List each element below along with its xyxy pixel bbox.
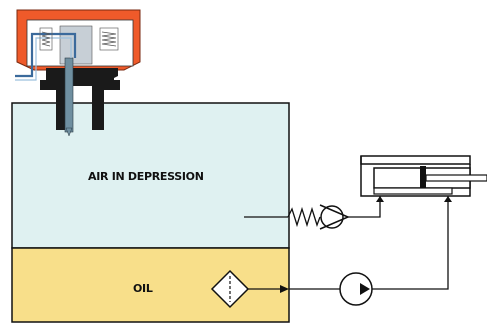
filter-icon [210,269,250,309]
pump-icon [339,272,373,306]
cylinder-base [373,187,453,195]
pump-circle [339,272,373,306]
valve-air-passage [15,32,77,78]
spring-icon [287,206,321,228]
check-valve-icon [319,204,350,230]
arrow-pump-to-cylinder [444,196,452,202]
valve-spring-left [41,31,51,47]
spring-coil [287,206,321,228]
valve-body [46,68,118,130]
pump-outlet-line [372,196,449,290]
piping [244,196,449,290]
check-valve-ball [320,205,344,229]
check-valve-outlet-line [348,196,381,218]
cylinder-rod [425,174,487,182]
cylinder-piston [420,166,426,190]
pump-triangle [360,283,370,295]
valve-detail-left [39,27,53,51]
check-valve-seat [319,204,350,230]
cylinder-outer [360,155,471,165]
tank [11,102,290,323]
valve-air-passage-inner [15,37,72,81]
valve-stem [64,57,74,133]
vacuum-regulator-valve-icon [15,9,141,137]
valve-outlet-arrow [65,127,73,137]
arrow-check-to-cylinder [376,196,384,202]
actuator-cylinder-icon [360,155,487,197]
arrow-filter-to-wall [280,285,289,293]
valve-detail-right [99,27,119,51]
air-label: AIR IN DEPRESSION [88,170,204,183]
valve-flange-right [104,80,120,90]
valve-flange-left [40,80,56,90]
valve-spring-right [101,31,117,47]
oil-label: OIL [133,282,153,295]
